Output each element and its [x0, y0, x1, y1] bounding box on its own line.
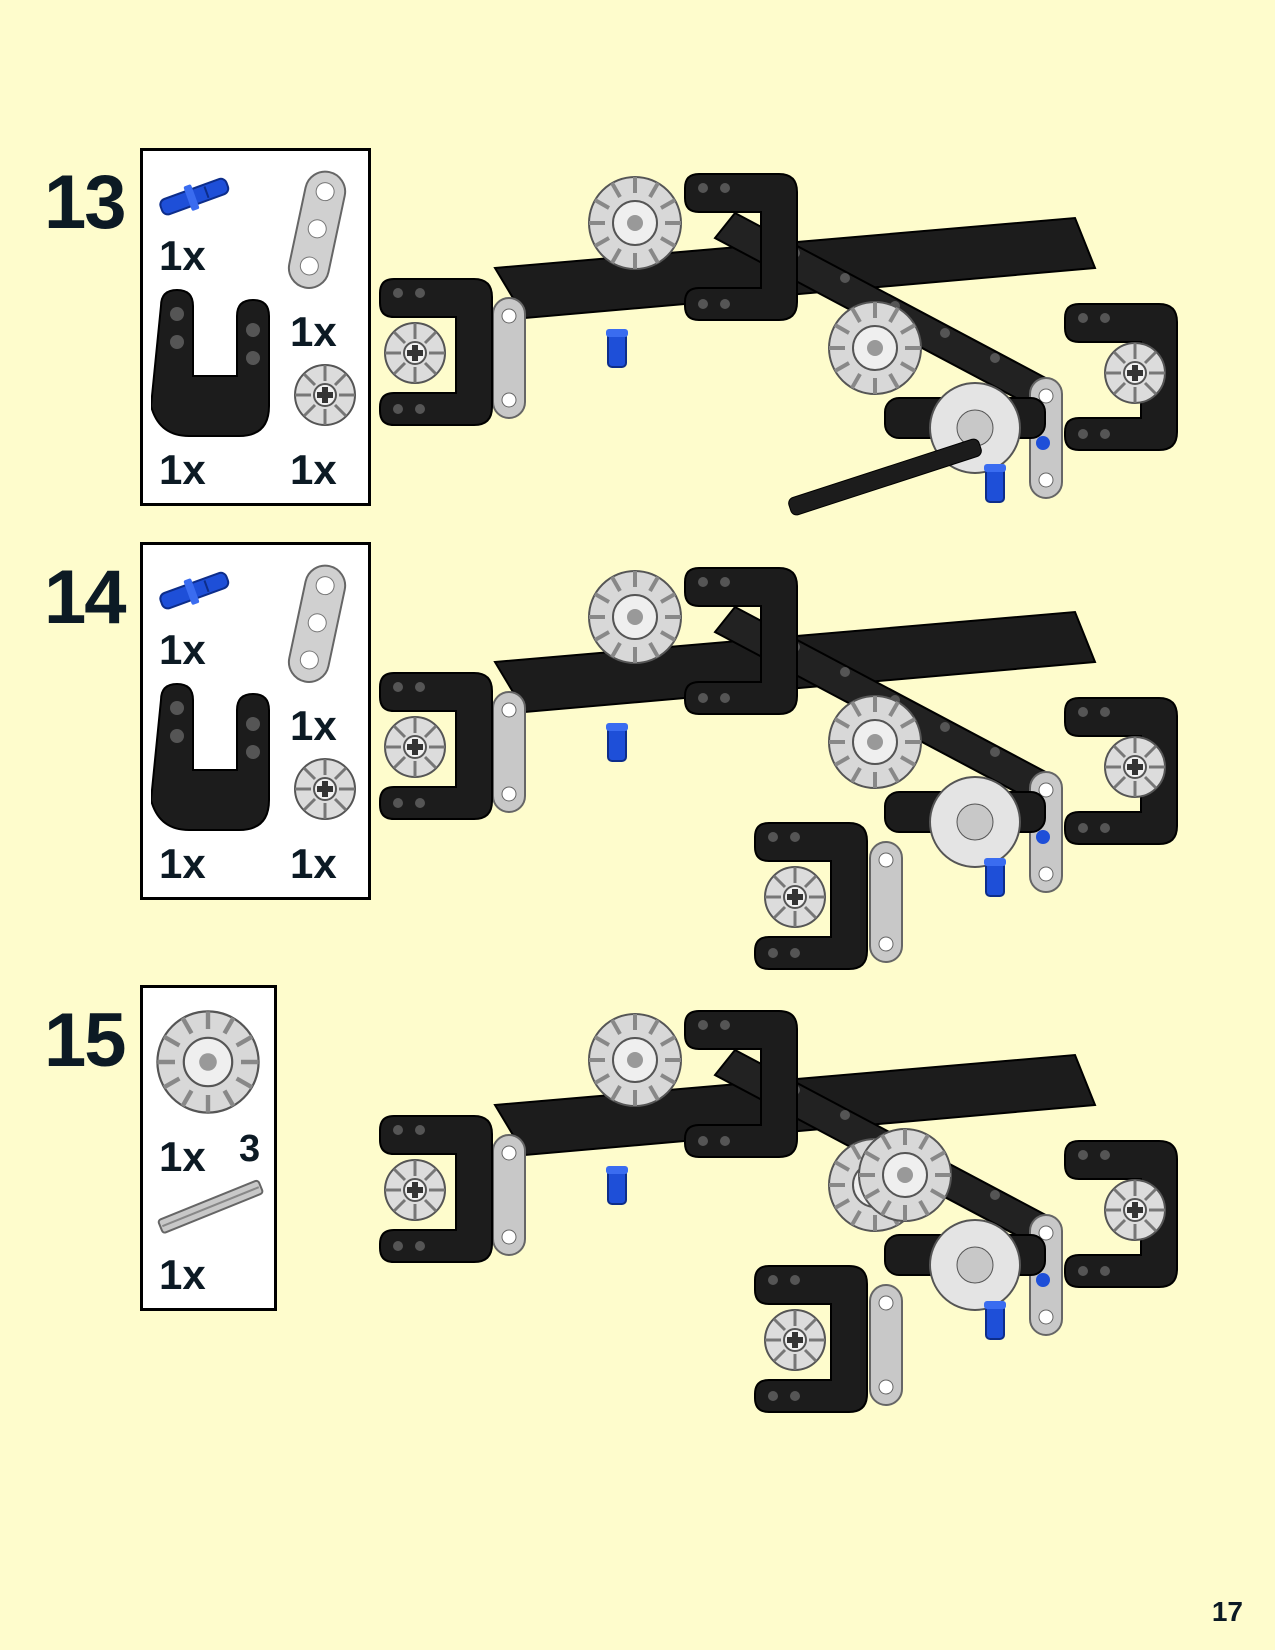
parts-list: 1x 3 1x — [140, 985, 277, 1311]
black-u-bracket-icon — [151, 288, 270, 437]
assembly-illustration — [375, 542, 1235, 970]
part-quantity: 1x — [290, 446, 337, 493]
bevel-gear-icon — [293, 757, 357, 821]
part-quantity: 1x — [290, 702, 337, 749]
step-number: 13 — [44, 160, 127, 245]
part-quantity: 1x — [159, 626, 206, 673]
gray-axle-icon — [157, 1179, 264, 1234]
part-quantity: 1x — [159, 446, 206, 493]
double-bevel-gear-icon — [153, 1002, 263, 1122]
part-quantity: 1x — [159, 232, 206, 279]
bevel-gear-icon — [293, 363, 357, 427]
part-quantity: 1x — [159, 1133, 206, 1180]
parts-list: 1x 1x 1x 1x — [140, 542, 371, 900]
part-quantity: 1x — [159, 1251, 206, 1298]
part-quantity: 1x — [290, 308, 337, 355]
part-quantity: 1x — [159, 840, 206, 887]
page-number: 17 — [1211, 1596, 1243, 1627]
assembly-illustration — [375, 985, 1235, 1413]
blue-axle-pin-icon — [159, 571, 230, 610]
gray-liftarm-icon — [287, 564, 347, 683]
blue-axle-pin-icon — [159, 177, 230, 216]
black-u-bracket-icon — [151, 682, 270, 831]
step-number: 14 — [44, 555, 127, 640]
step-number: 15 — [44, 998, 127, 1083]
parts-list: 1x 1x 1x 1x — [140, 148, 371, 506]
axle-length-callout: 3 — [239, 1128, 261, 1170]
gray-liftarm-icon — [287, 170, 347, 289]
part-quantity: 1x — [290, 840, 337, 887]
assembly-illustration — [375, 148, 1235, 516]
